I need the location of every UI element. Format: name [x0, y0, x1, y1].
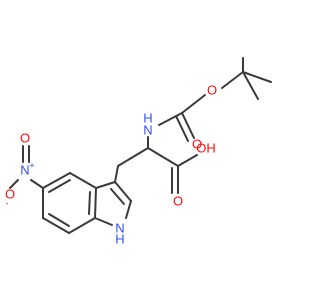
bond-c3a-c7a	[94, 187, 97, 219]
bond-alpha-ch2	[117, 147, 149, 167]
bond-ch2-c3	[114, 165, 119, 183]
bond-n1-c7a	[94, 217, 113, 226]
bond-tbu-3	[242, 71, 259, 100]
bond-c3-c3a	[95, 181, 116, 189]
bond-c7-c7a	[68, 217, 96, 234]
bond-group	[9, 57, 272, 234]
atom-indole-n: N	[115, 220, 124, 235]
bond-carbonyl-o	[181, 112, 195, 139]
bond-nitro-o-left	[9, 179, 19, 189]
atom-indole-h: H	[115, 231, 124, 246]
bond-alpha-cooh	[147, 147, 179, 167]
molecule-canvas: O O H N O OH N + O - O N H	[5, 57, 272, 246]
atom-label-group: O O H N O OH N + O - O N H	[5, 82, 217, 246]
atom-nitro-minus: -	[6, 198, 9, 208]
atom-acid-o: O	[173, 193, 183, 208]
bond-c3-c2-inner	[110, 188, 125, 205]
bond-c3a-c4	[69, 172, 97, 189]
bond-c3a-c7a-inner	[88, 191, 91, 215]
bond-c4-c5	[42, 172, 71, 189]
bond-c6-c7	[42, 217, 70, 234]
bond-c6-c7-inner	[48, 213, 70, 227]
bond-c2-n1	[125, 200, 132, 219]
atom-nitro-plus: +	[29, 160, 34, 170]
bond-c5-nitro	[30, 179, 44, 189]
atom-acid-oh: OH	[196, 140, 216, 155]
atom-nitro-o-minus: O	[5, 186, 15, 201]
bond-o-carbonyl	[181, 94, 206, 114]
bond-c4-c5-inner	[48, 179, 71, 193]
atom-nitro-n: N	[20, 162, 29, 177]
atom-amide-h: H	[143, 110, 152, 125]
atom-o-ester: O	[207, 82, 217, 97]
bond-cooh-oh	[177, 154, 198, 167]
atom-o-carbonyl: O	[192, 136, 202, 151]
bond-tbu-2	[242, 71, 272, 83]
bond-carbonyl-o-2	[175, 115, 189, 142]
molecule-structure: O O H N O OH N + O - O N H	[5, 57, 272, 246]
bond-carbonyl-n	[158, 112, 183, 126]
atom-amide-n: N	[143, 122, 152, 137]
bond-c3-c2	[114, 181, 132, 202]
atom-nitro-o: O	[20, 130, 30, 145]
bond-tbu-4	[221, 71, 244, 89]
